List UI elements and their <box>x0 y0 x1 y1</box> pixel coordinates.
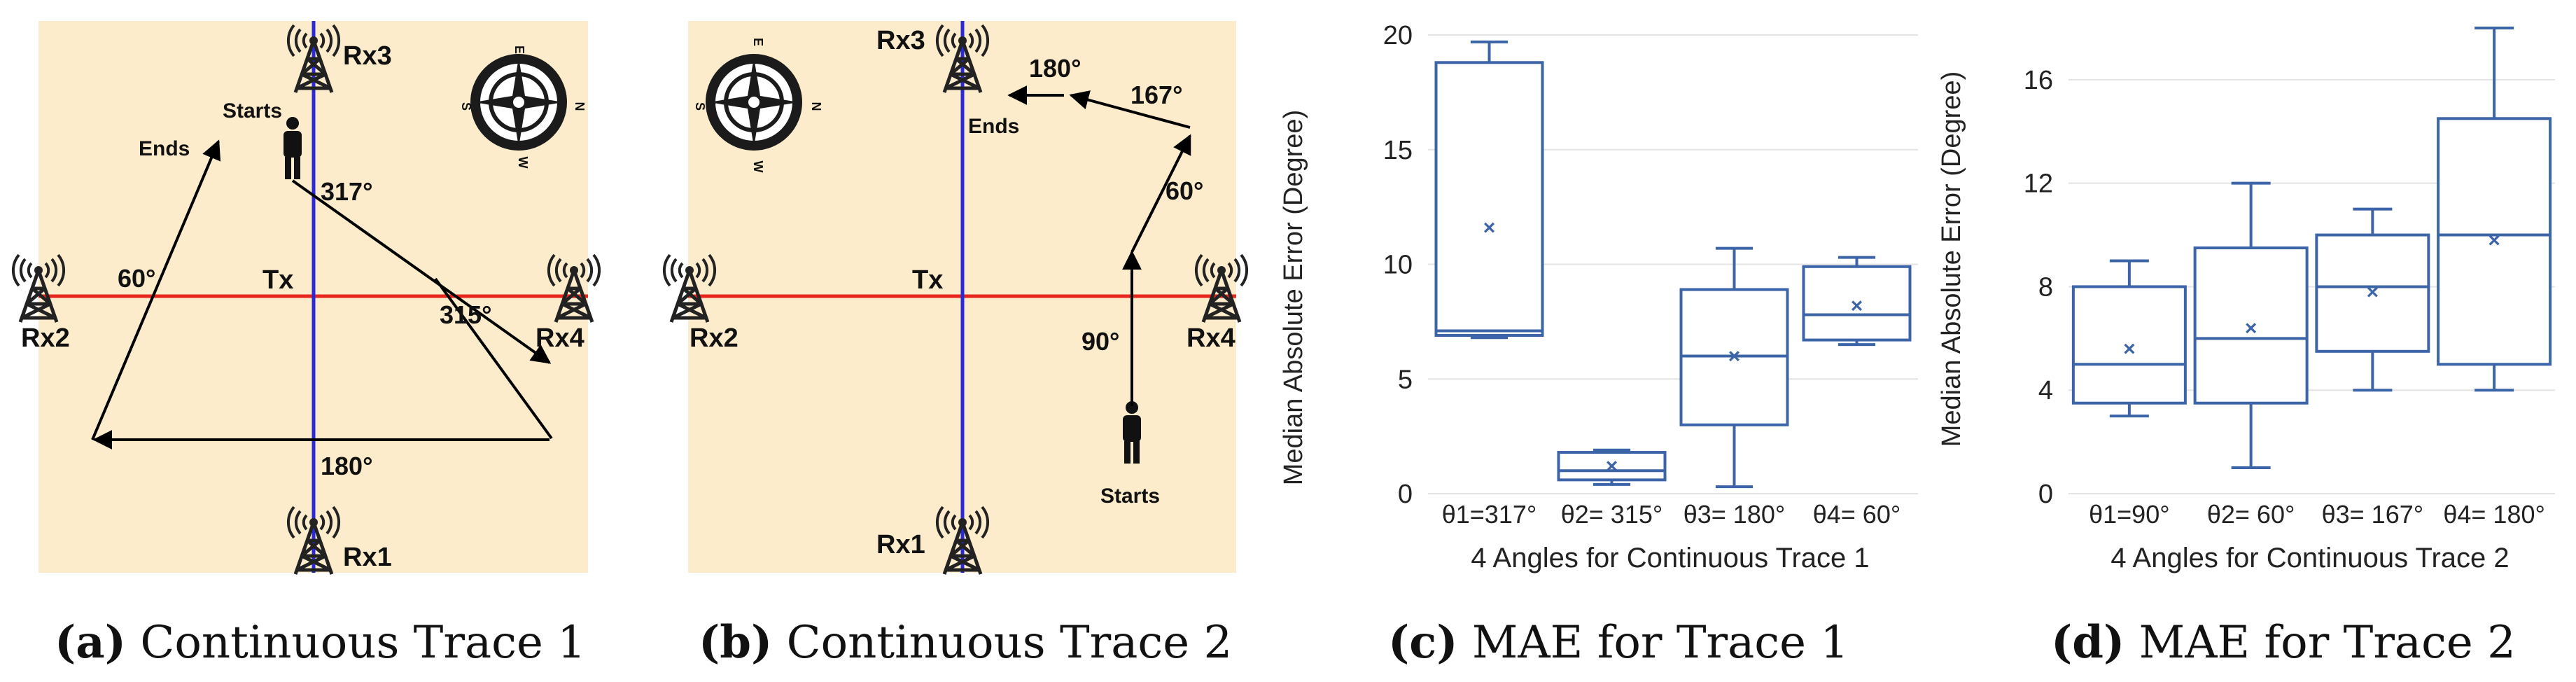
trace-segment <box>1130 134 1191 253</box>
mean-marker: × <box>1728 345 1741 368</box>
rx1-label: Rx1 <box>343 543 392 572</box>
x-tick-label: θ4= 180° <box>2443 500 2545 529</box>
y-axis-label: Median Absolute Error (Degree) <box>1937 71 1966 447</box>
start-label: Starts <box>223 99 282 123</box>
mean-marker: × <box>1851 294 1863 317</box>
x-tick-label: θ1=90° <box>2089 500 2170 529</box>
mean-marker: × <box>2245 317 2258 340</box>
end-label: Ends <box>139 137 190 160</box>
angle-label: 317° <box>321 177 372 206</box>
box <box>1802 265 1912 342</box>
box <box>1434 61 1544 337</box>
compass-letter: W <box>516 157 530 169</box>
mean-marker: × <box>1483 216 1496 239</box>
angle-label: 315° <box>440 300 491 329</box>
y-tick-label: 5 <box>1398 365 1413 394</box>
angle-label: 60° <box>1166 176 1203 205</box>
angle-label: 180° <box>1029 54 1081 83</box>
compass-letter: W <box>751 161 765 173</box>
caption-text: MAE for Trace 1 <box>1471 617 1849 669</box>
x-tick-label: θ1=317° <box>1442 500 1537 529</box>
mean-marker: × <box>1606 455 1618 478</box>
y-tick-label: 4 <box>2038 376 2053 405</box>
box <box>1557 451 1667 482</box>
x-tick-label: θ2= 315° <box>1561 500 1663 529</box>
y-tick-label: 0 <box>1398 480 1413 509</box>
tx-label: Tx <box>912 265 943 295</box>
y-axis-label: Median Absolute Error (Degree) <box>1279 110 1308 485</box>
box <box>2071 285 2187 405</box>
compass-letter: E <box>512 46 526 54</box>
mean-marker: × <box>2123 337 2136 361</box>
y-tick-label: 8 <box>2038 272 2053 302</box>
x-tick-label: θ2= 60° <box>2207 500 2295 529</box>
x-tick-label: θ3= 180° <box>1684 500 1786 529</box>
caption-text: MAE for Trace 2 <box>2138 617 2516 669</box>
y-tick-label: 20 <box>1383 21 1413 50</box>
end-label: Ends <box>968 115 1019 138</box>
y-tick-label: 15 <box>1383 136 1413 165</box>
caption-tag: (a) <box>55 616 127 669</box>
trace-segment <box>434 277 553 440</box>
chart-mae-trace-2: Median Absolute Error (Degree) 4 Angles … <box>1937 27 2555 573</box>
rx2-label: Rx2 <box>690 323 738 353</box>
compass-letter: S <box>459 102 473 111</box>
rx2-label: Rx2 <box>21 323 70 353</box>
angle-label: 90° <box>1082 327 1119 356</box>
mean-marker: × <box>2367 281 2379 304</box>
box <box>2315 233 2430 353</box>
caption-d: (d) MAE for Trace 2 <box>2051 616 2516 669</box>
box <box>2193 246 2309 405</box>
mean-marker: × <box>2488 229 2500 252</box>
caption-tag: (c) <box>1388 616 1458 669</box>
caption-c: (c) MAE for Trace 1 <box>1388 616 1849 669</box>
trace-segment <box>91 139 221 440</box>
y-tick-label: 10 <box>1383 251 1413 280</box>
compass-letter: E <box>751 38 765 46</box>
x-tick-label: θ3= 167° <box>2322 500 2424 529</box>
rx3-label: Rx3 <box>343 41 392 71</box>
x-axis-label: 4 Angles for Continuous Trace 2 <box>2110 543 2509 573</box>
rx4-label: Rx4 <box>536 323 584 353</box>
caption-a: (a) Continuous Trace 1 <box>55 616 586 669</box>
compass-letter: N <box>573 102 587 111</box>
compass-icon <box>709 57 799 147</box>
compass-letter: N <box>809 102 823 111</box>
angle-label: 60° <box>118 264 155 293</box>
y-tick-label: 0 <box>2038 480 2053 509</box>
compass-icon <box>474 57 564 147</box>
rx3-label: Rx3 <box>876 26 925 55</box>
chart-mae-trace-1: Median Absolute Error (Degree) 4 Angles … <box>1279 21 1918 573</box>
box <box>2437 117 2552 366</box>
caption-tag: (b) <box>699 616 773 669</box>
y-tick-label: 12 <box>2024 169 2053 199</box>
caption-text: Continuous Trace 1 <box>140 617 586 669</box>
caption-text: Continuous Trace 2 <box>786 617 1233 669</box>
caption-b: (b) Continuous Trace 2 <box>699 616 1232 669</box>
trace-segment <box>291 179 552 364</box>
start-label: Starts <box>1100 485 1160 508</box>
x-tick-label: θ4= 60° <box>1813 500 1901 529</box>
compass-letter: S <box>693 102 707 111</box>
angle-label: 180° <box>321 452 372 480</box>
tx-label: Tx <box>262 265 293 295</box>
y-tick-label: 16 <box>2024 66 2053 95</box>
caption-tag: (d) <box>2051 616 2125 669</box>
panel-a: Rx3 Rx1 Rx2 Rx4 Tx Starts Ends 317° 315°… <box>13 21 599 574</box>
x-axis-label: 4 Angles for Continuous Trace 1 <box>1471 543 1869 573</box>
rx1-label: Rx1 <box>876 530 925 559</box>
rx4-label: Rx4 <box>1186 323 1236 353</box>
trace-segment <box>1069 90 1191 129</box>
angle-label: 167° <box>1130 81 1182 109</box>
panel-b: Rx3 Rx1 Rx2 Rx4 Tx Starts Ends 90° 60° 1… <box>664 21 1247 574</box>
